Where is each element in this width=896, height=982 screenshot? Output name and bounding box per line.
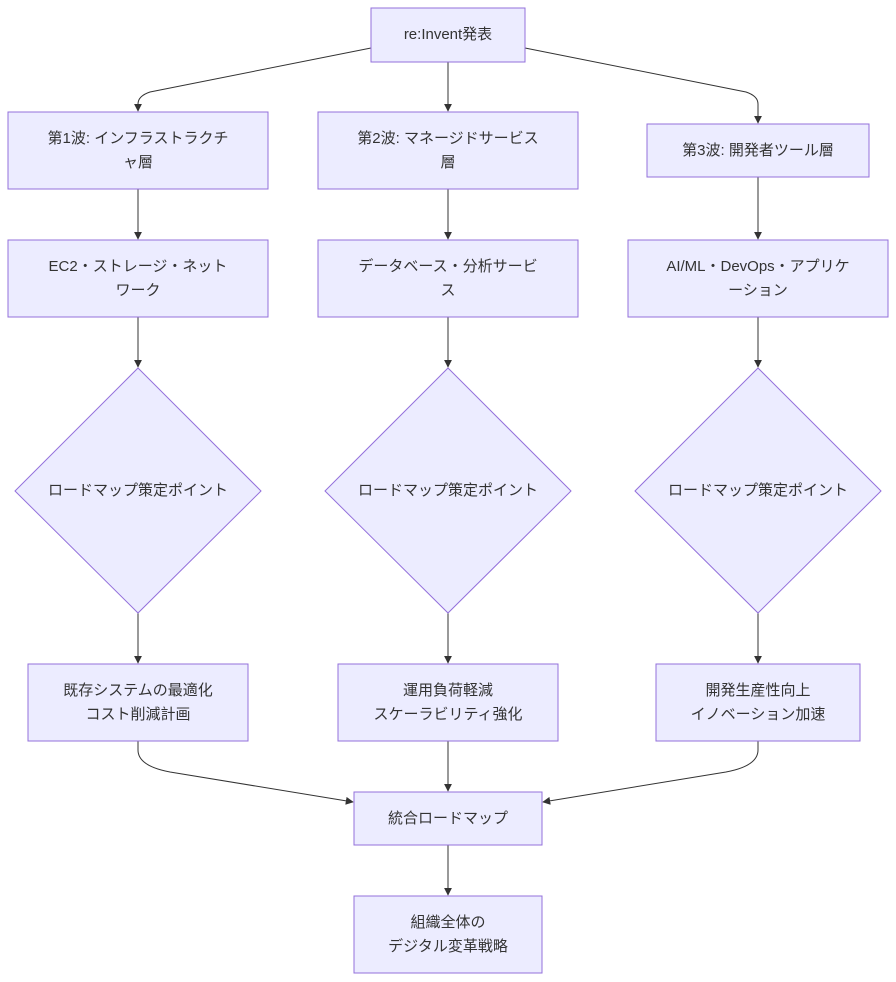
node-wave3-box bbox=[646, 123, 870, 178]
edge-outcome3-to-roadmap bbox=[542, 741, 759, 805]
edge-outcome1-to-roadmap bbox=[137, 741, 354, 805]
node-outcome2-box bbox=[337, 663, 559, 742]
node-decision3-diamond bbox=[634, 367, 882, 614]
node-decision2-diamond bbox=[324, 367, 572, 614]
node-strategy-box bbox=[353, 895, 543, 974]
node-wave1-box bbox=[7, 111, 269, 190]
edge-reinvent-to-wave3 bbox=[524, 47, 762, 124]
node-decision1-diamond bbox=[14, 367, 262, 614]
edges bbox=[134, 47, 762, 896]
node-roadmap-box bbox=[353, 791, 543, 846]
node-outcome3-box bbox=[655, 663, 861, 742]
node-reinvent-box bbox=[370, 7, 526, 63]
node-outcome1-box bbox=[27, 663, 249, 742]
node-infra-box bbox=[7, 239, 269, 318]
node-wave2-box bbox=[317, 111, 579, 190]
node-managed-box bbox=[317, 239, 579, 318]
edge-reinvent-to-wave1 bbox=[134, 47, 372, 112]
node-shapes bbox=[7, 7, 889, 974]
node-dev-box bbox=[627, 239, 889, 318]
